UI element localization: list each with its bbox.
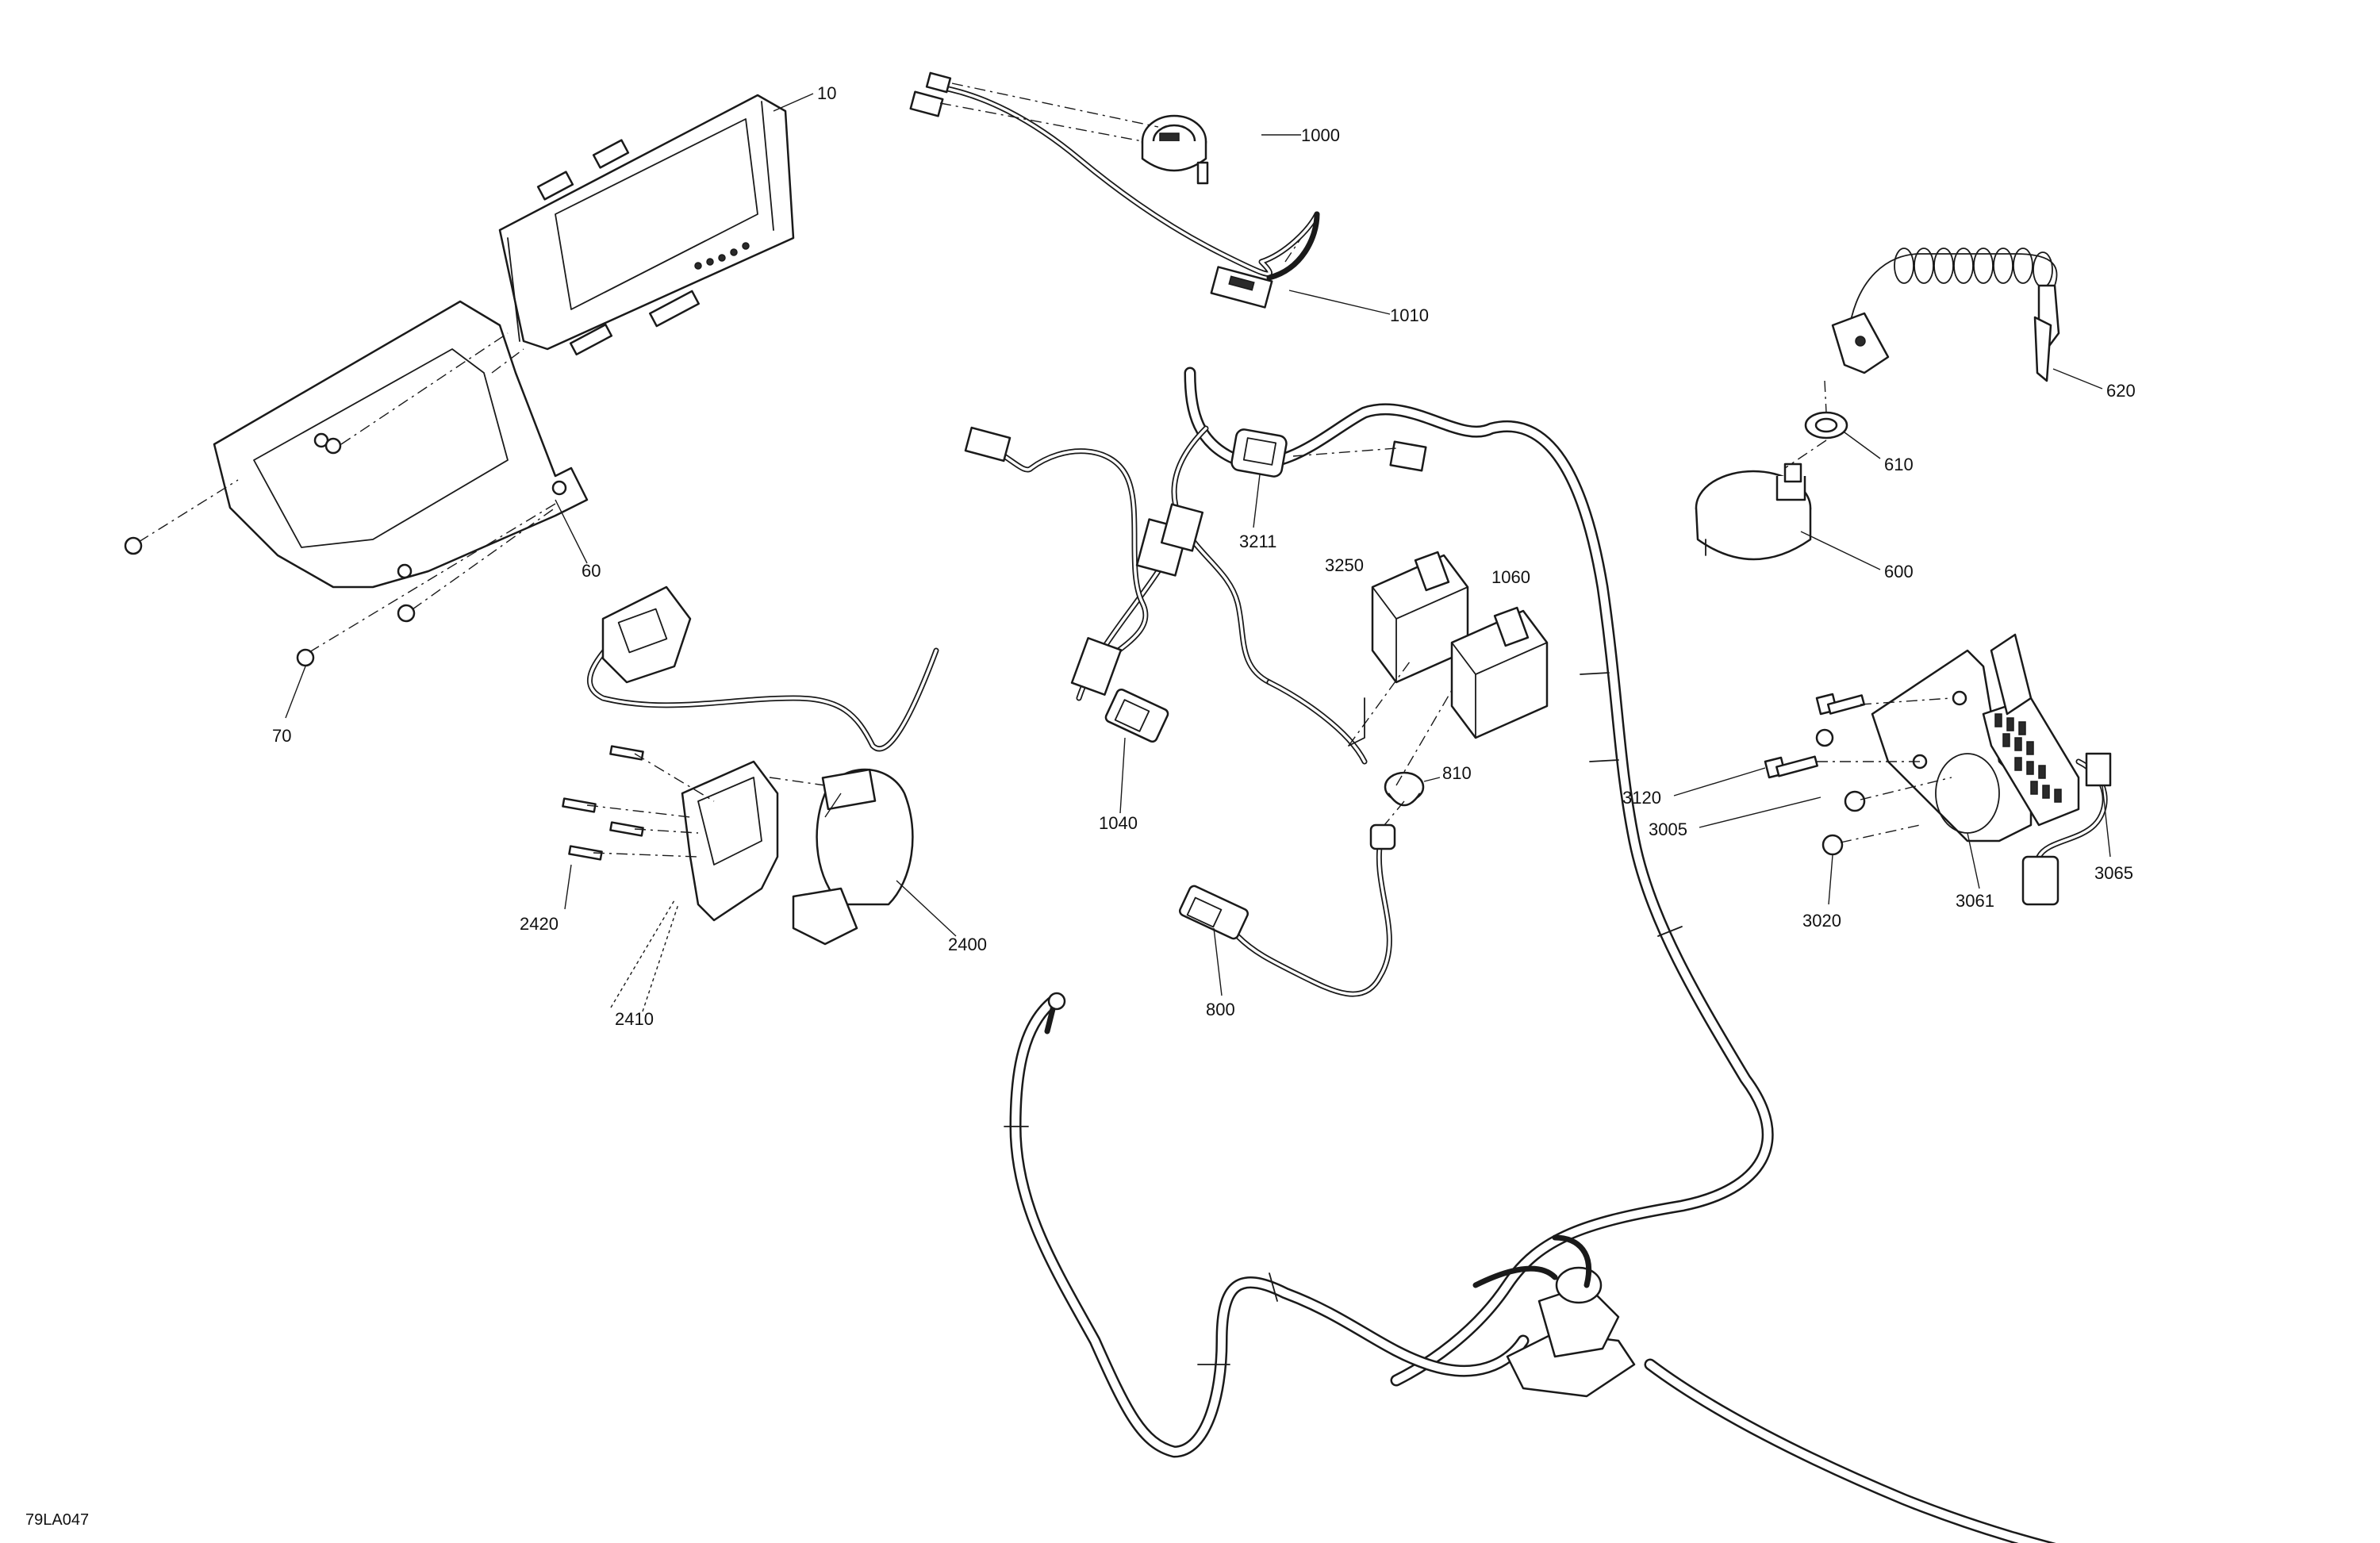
- ground-strap: [1044, 992, 1066, 1034]
- callout-1060: 1060: [1491, 567, 1530, 587]
- outlet-harness-1010: [909, 71, 1320, 309]
- callout-610: 610: [1884, 455, 1914, 474]
- voltage-regulator-3065: [1982, 633, 2112, 906]
- callout-3020: 3020: [1802, 911, 1841, 931]
- connector-1040: [1104, 688, 1169, 743]
- nut-610: [1804, 411, 1848, 439]
- callout-3005: 3005: [1649, 819, 1687, 839]
- callout-60: 60: [582, 561, 601, 581]
- callout-2400: 2400: [948, 935, 987, 954]
- dess-post-600: [1695, 463, 1812, 561]
- callout-3211: 3211: [1239, 532, 1276, 551]
- power-outlet-1000: [1141, 114, 1209, 185]
- harness-relay: [1472, 1234, 1636, 1398]
- callout-1000: 1000: [1301, 125, 1340, 145]
- connector-3211: [1230, 428, 1427, 478]
- harness-connectors-upper: [964, 426, 1204, 696]
- callout-620: 620: [2106, 381, 2136, 401]
- cluster-bracket-60: [213, 300, 589, 589]
- callout-10: 10: [817, 83, 836, 103]
- sensor-harness-800: [1179, 823, 1396, 997]
- bracket-3061: [1871, 649, 2033, 843]
- switch-3250: [1348, 551, 1469, 747]
- main-wire-harness: [1004, 367, 2056, 1543]
- callout-70: 70: [272, 726, 291, 746]
- callout-3120: 3120: [1622, 788, 1661, 808]
- fasteners-3120-3005-3020: [1764, 693, 1866, 856]
- callout-800: 800: [1206, 1000, 1235, 1019]
- callout-3250: 3250: [1325, 555, 1364, 575]
- callout-1010: 1010: [1390, 305, 1429, 325]
- callout-2420: 2420: [520, 914, 559, 934]
- switch-1060: [1450, 606, 1549, 739]
- gauge-cluster-10: [498, 94, 795, 356]
- callout-3061: 3061: [1956, 891, 1994, 911]
- dess-tether-620: [1831, 248, 2060, 382]
- boot-810: [1384, 771, 1425, 807]
- screws-2420: [562, 745, 644, 861]
- assembly-lines: [138, 83, 1952, 858]
- switch-housing-2410: [681, 760, 779, 922]
- callout-600: 600: [1884, 562, 1914, 582]
- callout-3065: 3065: [2094, 863, 2133, 883]
- diagram-reference-code: 79LA047: [25, 1511, 89, 1529]
- callout-810: 810: [1442, 763, 1472, 783]
- callout-2410: 2410: [615, 1009, 654, 1029]
- multifunction-switch-2400: [586, 585, 939, 946]
- screws-70: [124, 437, 416, 667]
- leader-lines: [285, 93, 2111, 1012]
- callout-labels: 10 60 70 1000 1010 620 610 600 3211 3250…: [272, 83, 2136, 1029]
- callout-1040: 1040: [1099, 813, 1138, 833]
